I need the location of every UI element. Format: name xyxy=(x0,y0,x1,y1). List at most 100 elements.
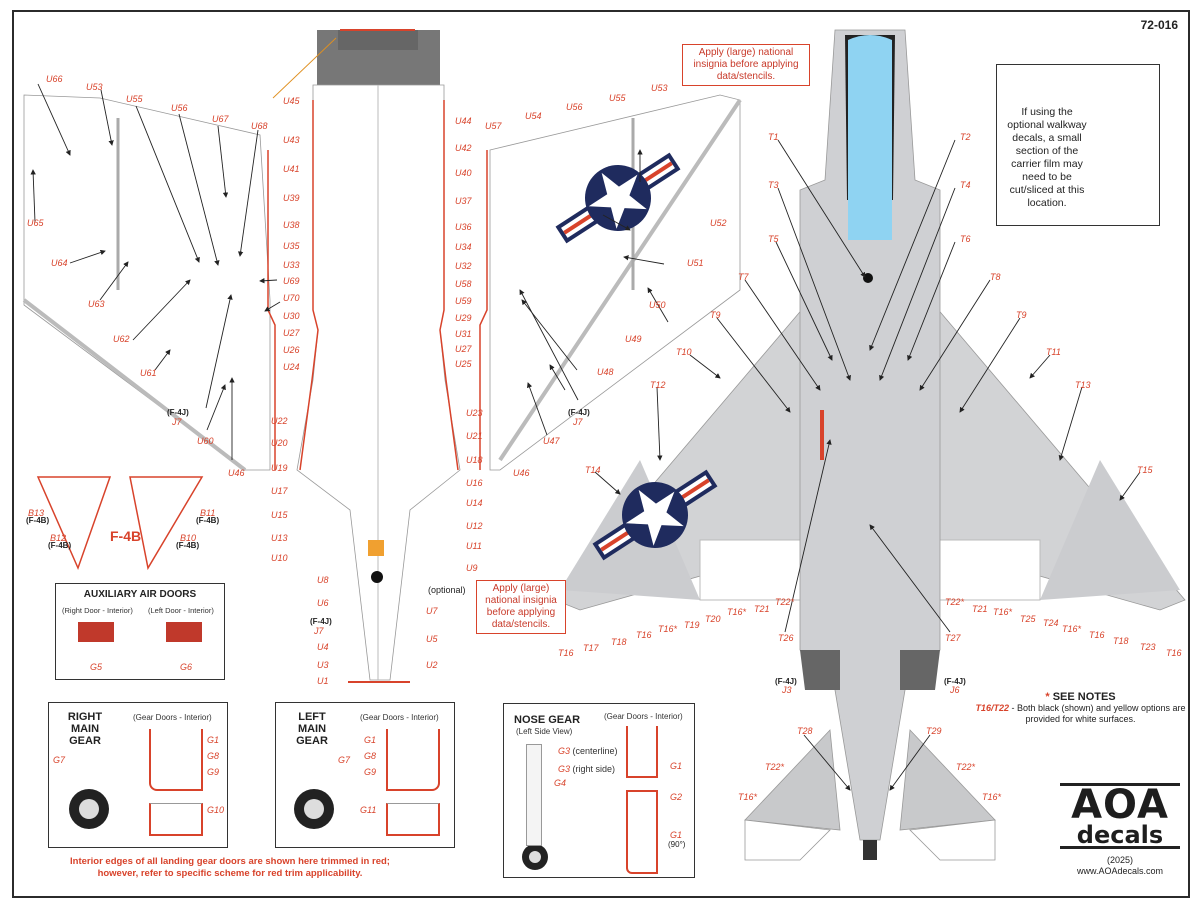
label-u7: U7 xyxy=(426,606,438,616)
logo-decals: decals xyxy=(1060,823,1180,849)
left-main-gear-title-2: MAIN GEAR xyxy=(296,723,328,747)
right-gear-door-lower xyxy=(149,803,203,836)
label-u54: U54 xyxy=(525,111,542,121)
label-u63: U63 xyxy=(88,299,105,309)
label-g4: G4 xyxy=(554,778,567,788)
label-g1-90: G1 xyxy=(670,830,683,840)
label-u60: U60 xyxy=(197,436,214,446)
label-u36: U36 xyxy=(455,222,472,232)
left-main-gear-title-1: LEFT xyxy=(298,711,326,723)
label-u19: U19 xyxy=(271,463,288,473)
label-t1: T1 xyxy=(768,132,779,142)
label-t13: T13 xyxy=(1075,380,1091,390)
label-t16-r: T16 xyxy=(1089,630,1105,640)
label-u14: U14 xyxy=(466,498,483,508)
insignia-note-mid: Apply (large) national insignia before a… xyxy=(476,580,566,634)
label-t16s-r: T16* xyxy=(993,607,1013,617)
label-t21-l: T21 xyxy=(754,604,770,614)
label-u46-r: U46 xyxy=(513,468,530,478)
nose-door-upper xyxy=(626,726,658,778)
see-notes: * SEE NOTES T16/T22 - Both black (shown)… xyxy=(968,692,1193,725)
f4b-title: F-4B xyxy=(110,528,142,544)
label-u56-r: U56 xyxy=(566,102,583,112)
label-t23: T23 xyxy=(1140,642,1156,652)
label-u34: U34 xyxy=(455,242,472,252)
label-g9: G9 xyxy=(207,767,220,777)
label-b12: B12 xyxy=(50,533,67,543)
insignia-note-top: Apply (large) national insignia before a… xyxy=(682,44,810,86)
gear-trim-note: Interior edges of all landing gear doors… xyxy=(70,856,390,879)
label-u53-r: U53 xyxy=(651,83,668,93)
label-u2: U2 xyxy=(426,660,438,670)
label-u5: U5 xyxy=(426,634,438,644)
see-notes-title: * SEE NOTES xyxy=(968,692,1193,703)
label-u69: U69 xyxy=(283,276,300,286)
nose-gear-subtitle: (Left Side View) xyxy=(516,727,573,736)
label-t29: T29 xyxy=(926,726,942,736)
label-u43: U43 xyxy=(283,135,300,145)
label-u62: U62 xyxy=(113,334,130,344)
label-t4: T4 xyxy=(960,180,971,190)
label-t24: T24 xyxy=(1043,618,1059,628)
label-u22: U22 xyxy=(271,416,288,426)
label-u20: U20 xyxy=(271,438,288,448)
label-u53: U53 xyxy=(86,82,103,92)
label-u10: U10 xyxy=(271,553,288,563)
label-g6: G6 xyxy=(180,662,193,672)
aux-left-caption: (Left Door - Interior) xyxy=(148,606,214,615)
nose-gear-caption: (Gear Doors - Interior) xyxy=(604,712,683,721)
right-gear-door-upper xyxy=(149,729,203,791)
walkway-note-box xyxy=(996,64,1160,226)
label-t15: T15 xyxy=(1137,465,1153,475)
underside-fuselage xyxy=(296,29,461,683)
see-notes-asterisk: * xyxy=(1045,691,1050,703)
label-j3: J3 xyxy=(782,685,792,695)
right-gear-caption: (Gear Doors - Interior) xyxy=(133,713,212,722)
label-t18-l: T18 xyxy=(611,637,627,647)
label-b10-variant: (F-4B) xyxy=(176,541,200,550)
underside-left-wing xyxy=(22,94,276,472)
label-t10: T10 xyxy=(676,347,692,357)
label-t3: T3 xyxy=(768,180,779,190)
label-t16s-stab-l: T16* xyxy=(738,792,758,802)
label-u12: U12 xyxy=(466,521,483,531)
left-gear-door-upper xyxy=(386,729,440,791)
aux-air-doors-box: AUXILIARY AIR DOORS (Right Door - Interi… xyxy=(55,583,225,680)
leader-lines xyxy=(30,37,1141,791)
label-u27-right: U27 xyxy=(455,344,472,354)
label-t17: T17 xyxy=(583,643,599,653)
left-gear-caption: (Gear Doors - Interior) xyxy=(360,713,439,722)
label-u35: U35 xyxy=(283,241,300,251)
walkway-note-text: If using the optional walkway decals, a … xyxy=(1007,106,1087,209)
label-g3-right-side: G3 (right side) xyxy=(558,764,615,774)
label-u59: U59 xyxy=(455,296,472,306)
label-t22s-stab-r: T22* xyxy=(956,762,976,772)
label-optional: (optional) xyxy=(428,585,466,595)
label-u30: U30 xyxy=(283,311,300,321)
label-u46: U46 xyxy=(228,468,245,478)
left-gear-door-lower xyxy=(386,803,440,836)
label-u27-left: U27 xyxy=(283,328,300,338)
see-notes-body: T16/T22 - Both black (shown) and yellow … xyxy=(968,703,1193,725)
label-u42: U42 xyxy=(455,143,472,153)
label-g1-nose: G1 xyxy=(670,761,683,771)
label-u61: U61 xyxy=(140,368,157,378)
label-g11: G11 xyxy=(360,805,377,815)
label-f4j-variant-fus: (F-4J) xyxy=(310,617,332,626)
label-t16s-stab-r: T16* xyxy=(982,792,1002,802)
label-u65: U65 xyxy=(27,218,44,228)
label-u9: U9 xyxy=(466,563,478,573)
label-u57: U57 xyxy=(485,121,502,131)
label-u32: U32 xyxy=(455,261,472,271)
label-t28: T28 xyxy=(797,726,813,736)
label-u24: U24 xyxy=(283,362,300,372)
label-g1: G1 xyxy=(207,735,220,745)
label-g5: G5 xyxy=(90,662,103,672)
label-t16-lt: T16 xyxy=(558,648,574,658)
label-u6: U6 xyxy=(317,598,329,608)
label-u29: U29 xyxy=(455,313,472,323)
right-main-wheel xyxy=(69,789,109,829)
right-main-gear-title-2: MAIN GEAR xyxy=(69,723,101,747)
label-u66: U66 xyxy=(46,74,63,84)
label-u58: U58 xyxy=(455,279,472,289)
